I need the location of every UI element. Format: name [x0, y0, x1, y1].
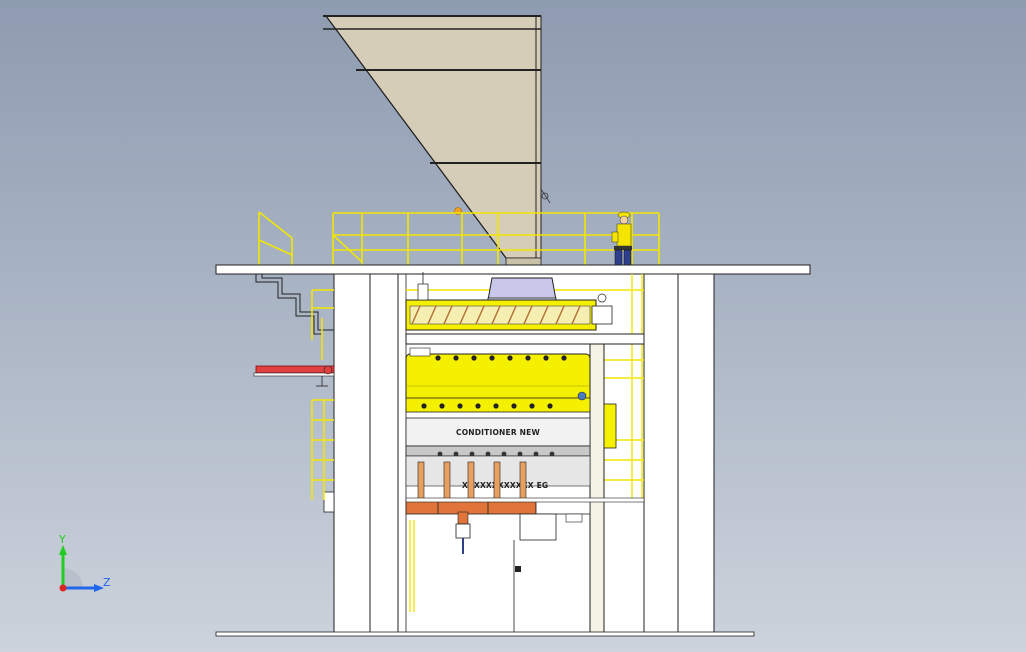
feed-hopper — [323, 15, 542, 269]
triad-origin — [59, 584, 67, 592]
lower-deck — [405, 497, 645, 523]
feeder-label: XXXXXXXXXXXX EG — [462, 481, 548, 490]
conditioner-unit — [405, 347, 617, 449]
outlet-valve — [455, 523, 471, 554]
left-guard-rails — [311, 289, 334, 500]
y-axis-arrowhead — [59, 545, 67, 555]
top-platform-slab — [215, 264, 811, 275]
z-axis-label: Z — [103, 576, 111, 589]
screw-feeder — [405, 272, 613, 331]
axis-triad: Y Z — [58, 533, 111, 592]
conditioner-label: CONDITIONER NEW — [456, 428, 540, 437]
access-door — [513, 513, 557, 634]
top-railing — [258, 211, 660, 265]
support-column — [589, 343, 605, 635]
machine-deck-beam — [405, 333, 645, 345]
discharge-chute — [253, 365, 335, 387]
y-axis-label: Y — [58, 533, 66, 546]
z-axis-arrowhead — [94, 584, 104, 592]
side-cladding — [323, 491, 335, 513]
hopper-sensor — [540, 188, 551, 204]
left-stair — [255, 274, 334, 335]
base-floor — [215, 631, 755, 637]
